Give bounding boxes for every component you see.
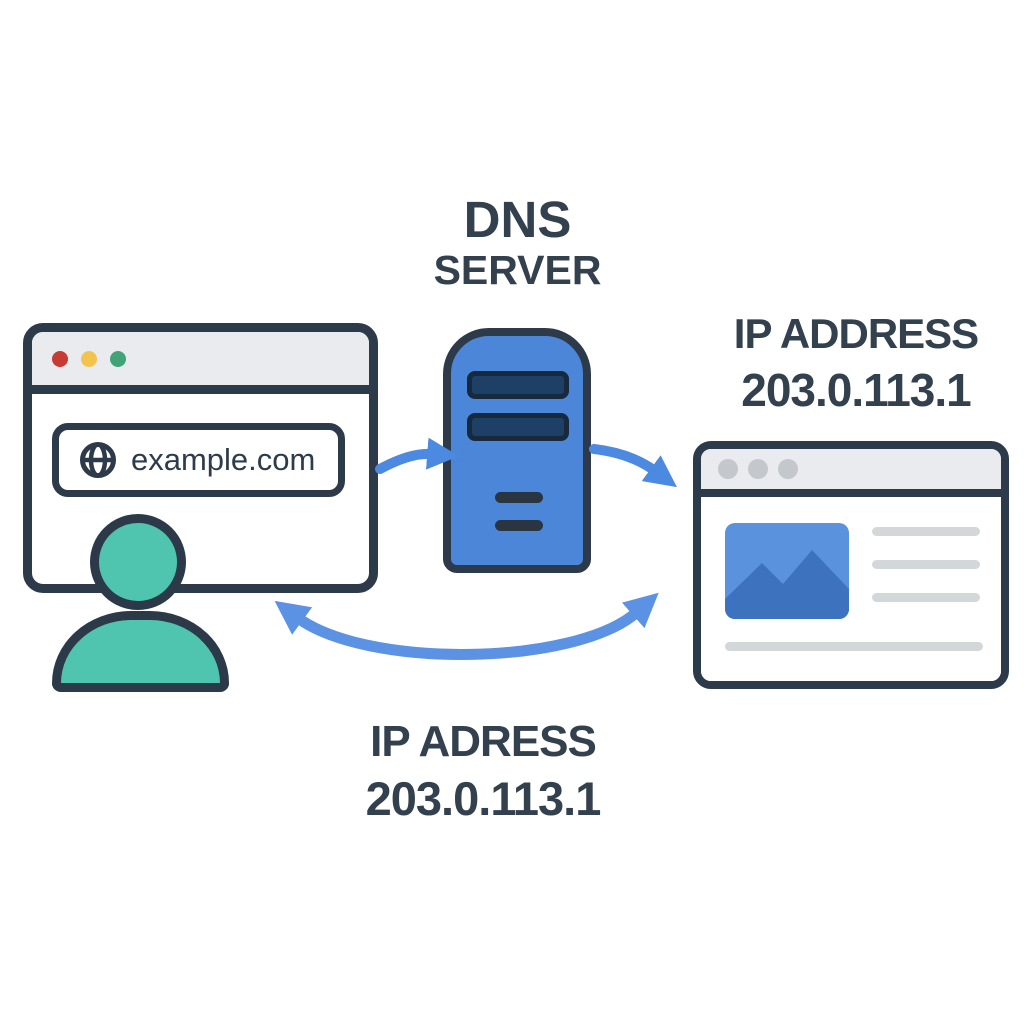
traffic-light-green-icon (110, 350, 126, 367)
user-browser-window: example.com (23, 323, 378, 593)
traffic-light-gray-icon (778, 459, 798, 479)
footer-line-skeleton (725, 642, 983, 651)
return-arrow (274, 592, 659, 660)
mountain-image-icon (725, 523, 849, 619)
server-vent (495, 492, 543, 503)
user-browser-titlebar (32, 332, 369, 394)
traffic-light-red-icon (52, 350, 68, 367)
dns-server-label-line1: DNS (463, 191, 572, 248)
website-titlebar (701, 449, 1001, 497)
website-page-content (701, 497, 1001, 681)
text-line-skeleton (872, 527, 980, 536)
server-drive-slot (467, 413, 569, 441)
dns-server-label: DNS SERVER (365, 192, 670, 294)
server-drive-slot (467, 371, 569, 399)
website-window (693, 441, 1009, 689)
query-arrow (375, 437, 460, 474)
text-line-skeleton (872, 560, 980, 569)
server-vent (495, 520, 543, 531)
response-arrow (589, 444, 677, 488)
dns-server-label-line2: SERVER (433, 247, 602, 294)
text-line-skeleton (872, 593, 980, 602)
traffic-light-yellow-icon (81, 350, 97, 367)
ip-address-return-line2: 203.0.113.1 (365, 772, 602, 826)
traffic-light-gray-icon (718, 459, 738, 479)
address-bar: example.com (52, 423, 345, 497)
traffic-light-gray-icon (748, 459, 768, 479)
ip-address-result-label: IP ADDRESS 203.0.113.1 (700, 307, 1012, 418)
ip-address-result-line1: IP ADDRESS (733, 310, 979, 357)
dns-server-icon (443, 328, 591, 573)
ip-address-result-line2: 203.0.113.1 (741, 363, 971, 416)
address-bar-url: example.com (131, 442, 316, 477)
user-icon-body (52, 611, 229, 692)
globe-icon (78, 440, 118, 480)
ip-address-return-label: IP ADRESS 203.0.113.1 (327, 713, 639, 829)
ip-address-return-line1: IP ADRESS (370, 717, 597, 766)
user-icon-head (90, 514, 186, 610)
